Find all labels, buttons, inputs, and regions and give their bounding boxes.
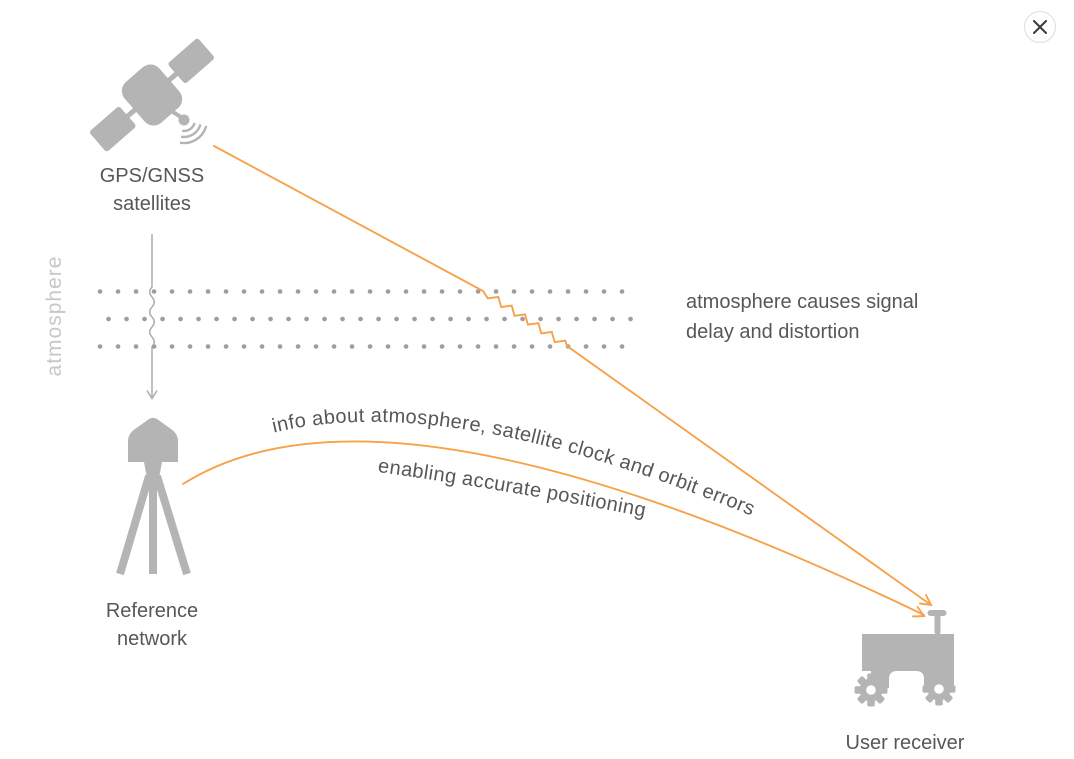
down-arrow-icon [146,390,158,401]
close-button[interactable] [1024,11,1056,43]
correction-arc-line [182,440,926,618]
satellite-icon [90,38,214,152]
reference-label-line2: network [116,628,188,650]
surveying-tripod-icon [116,417,191,576]
atmosphere-note-line2: delay and distortion [686,321,860,343]
atmosphere-side-label: atmosphere [43,255,66,377]
gear-wheel-icon [854,673,888,707]
satellite-label-line1: GPS/GNSS [99,165,205,187]
reference-label-line1: Reference [105,600,199,622]
atmosphere-layer-dots [97,289,644,349]
satellite-label: GPS/GNSS satellites [72,162,232,218]
close-icon [1033,20,1047,34]
satellite-to-receiver-signal-line [213,145,933,607]
satellite-label-line2: satellites [113,193,191,215]
radio-waves-icon [179,122,208,145]
gear-wheel-icon [922,672,956,706]
atmosphere-note: atmosphere causes signal delay and disto… [686,287,1006,347]
signal-arrowhead-icon [919,594,933,607]
correction-arrowhead-icon [912,606,926,618]
satellite-to-reference-arrow [146,234,158,401]
user-receiver-label: User receiver [845,732,965,754]
correction-info-text: info about atmosphere, satellite clock a… [270,405,758,521]
tractor-icon [854,610,956,707]
atmosphere-note-line1: atmosphere causes signal [686,291,919,313]
reference-network-label: Reference network [72,597,232,653]
